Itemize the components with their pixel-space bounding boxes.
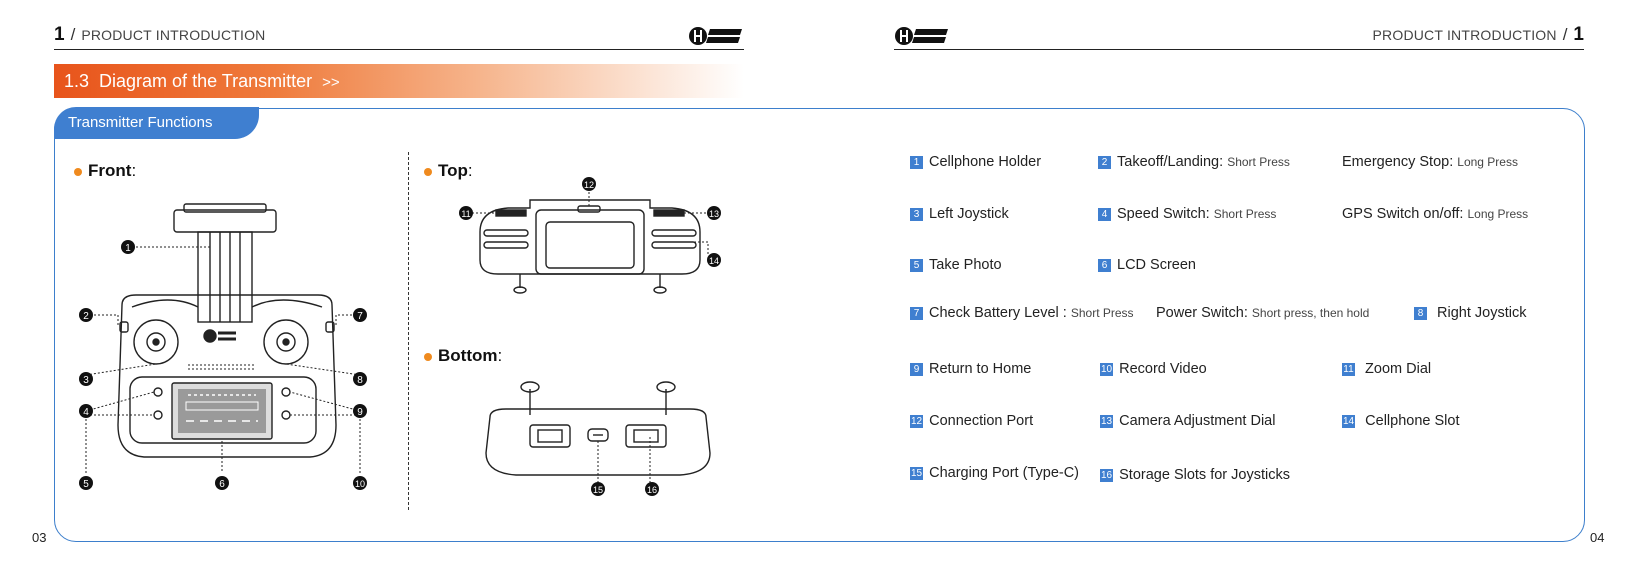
bullet-icon [424,352,432,361]
function-item: GPS Switch on/off: Long Press [1342,206,1529,222]
callout-6: 6 [219,479,225,490]
callout-10: 10 [355,479,365,489]
callout-13: 13 [709,209,719,219]
transmitter-front-diagram: 1 2 3 4 5 6 7 8 9 10 [79,203,367,490]
view-divider [408,152,409,510]
header-right: PRODUCT INTRODUCTION / 1 [894,24,1584,50]
callout-2: 2 [83,311,89,322]
section-arrows: >> [322,74,340,91]
panel-tab: Transmitter Functions [54,107,259,139]
function-item: 14 Cellphone Slot [1342,413,1460,429]
section-number: 1.3 [64,71,90,91]
callout-3: 3 [83,375,89,386]
header-page-marker: 1 [1573,24,1584,45]
function-item: Power Switch: Short press, then hold [1156,305,1370,321]
header-slash: / [70,25,76,44]
callout-1: 1 [125,243,131,254]
callout-16: 16 [647,485,657,495]
holy-stone-logo-icon [895,27,948,45]
header-left: 1 / PRODUCT INTRODUCTION [54,24,744,50]
callout-7: 7 [357,311,363,322]
front-callouts: 1 2 3 4 5 6 7 8 9 10 [79,240,367,490]
bullet-icon [74,167,82,176]
header-title: PRODUCT INTRODUCTION [81,27,266,43]
bullet-icon [424,167,432,176]
header-page-marker: 1 [54,24,65,45]
function-item: 8 Right Joystick [1414,304,1526,322]
callout-8: 8 [357,375,363,386]
section-title: Diagram of the Transmitter [99,71,313,91]
function-item: 11 Zoom Dial [1342,361,1432,377]
bottom-label: Bottom: [424,346,502,366]
header-slash: / [1562,25,1568,44]
callout-4: 4 [83,407,89,418]
transmitter-top-diagram: 11 12 13 14 [459,177,721,294]
transmitter-bottom-diagram: 15 16 [485,381,711,496]
page-number-right: 04 [1590,530,1605,545]
content-frame [54,108,1585,542]
callout-9: 9 [357,407,363,418]
holy-stone-logo-icon [689,27,742,45]
section-title-bar: 1.3 Diagram of the Transmitter >> [54,64,744,98]
callout-15: 15 [593,485,603,495]
top-label: Top: [424,161,473,181]
callout-12: 12 [584,180,594,190]
function-item: Emergency Stop: Long Press [1342,154,1518,170]
callout-5: 5 [83,479,89,490]
header-title: PRODUCT INTRODUCTION [1372,27,1557,43]
callout-14: 14 [709,256,719,266]
front-label: Front: [74,161,136,181]
page-number-left: 03 [32,530,47,545]
callout-11: 11 [461,209,470,219]
